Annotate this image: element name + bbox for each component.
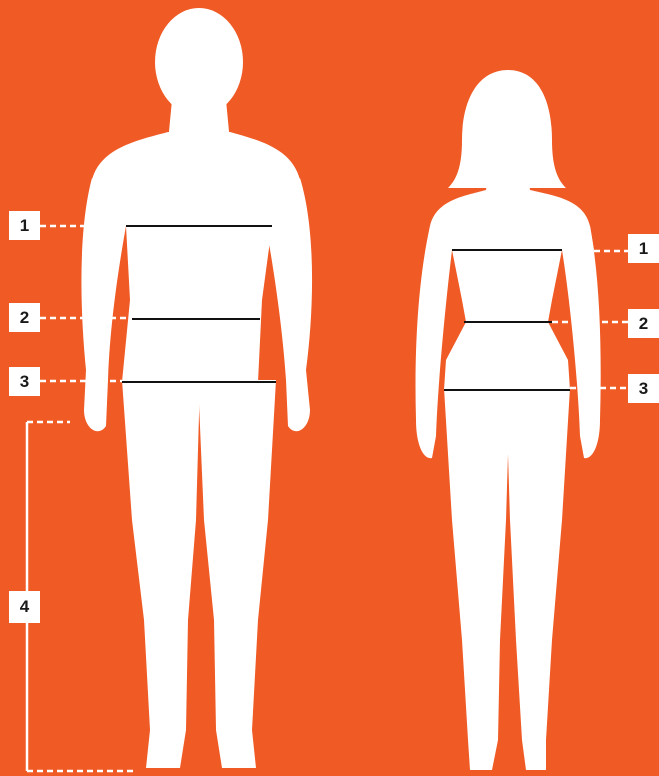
man-marker-waist: 2: [9, 303, 40, 332]
man-silhouette: [81, 8, 312, 768]
woman-silhouette: [416, 70, 601, 770]
man-marker-chest: 1: [9, 211, 40, 240]
woman-marker-hips: 3: [628, 374, 659, 403]
man-marker-inseam: 4: [9, 591, 40, 623]
woman-marker-chest: 1: [628, 234, 659, 263]
man-marker-hips: 3: [9, 367, 40, 396]
woman-marker-waist: 2: [628, 309, 659, 338]
